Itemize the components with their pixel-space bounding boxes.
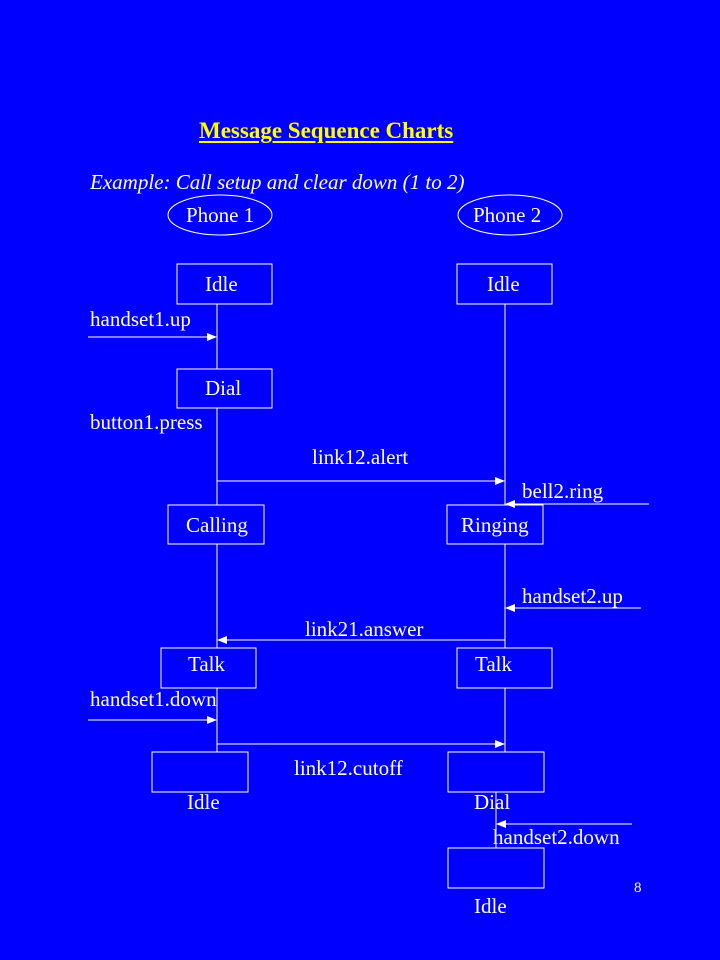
phone2-oval — [457, 194, 563, 236]
link21-answer-label: link21.answer — [305, 617, 424, 641]
p1-idle-end-label: Idle — [187, 790, 220, 814]
p1-idle-box — [176, 263, 273, 305]
handset2-up-label: handset2.up — [522, 584, 623, 608]
phone1-label: Phone 1 — [186, 203, 255, 227]
p2-idle-box — [456, 263, 553, 305]
p1-dial-label: Dial — [205, 376, 242, 400]
p2-dial-label: Dial — [474, 790, 511, 814]
p2-ringing-box — [446, 504, 544, 545]
bell2-ring-label: bell2.ring — [522, 479, 604, 503]
p2-idle-end-label: Idle — [474, 894, 507, 918]
p1-talk-box — [160, 647, 257, 689]
link12-cutoff-label: link12.cutoff — [294, 756, 403, 780]
p1-dial-box — [176, 368, 273, 409]
p2-ringing-label: Ringing — [461, 513, 529, 537]
button1-press-label: button1.press — [90, 410, 203, 434]
slide-title: Message Sequence Charts — [199, 118, 454, 143]
p2-idle-label: Idle — [487, 272, 520, 296]
phone2-label: Phone 2 — [473, 203, 542, 227]
page-number: 8 — [634, 880, 642, 896]
slide-subtitle: Example: Call setup and clear down (1 to… — [90, 170, 465, 194]
p2-idle-end-box — [447, 847, 545, 889]
p2-dial-box — [447, 751, 545, 793]
p2-talk-label: Talk — [475, 652, 513, 676]
handset2-down-label: handset2.down — [493, 825, 620, 849]
p1-talk-label: Talk — [188, 652, 226, 676]
p1-idle-end-box — [151, 751, 249, 793]
handset1-up-label: handset1.up — [90, 307, 191, 331]
p1-calling-box — [167, 504, 265, 545]
p1-idle-label: Idle — [205, 272, 238, 296]
link12-alert-label: link12.alert — [312, 445, 409, 469]
p2-talk-box — [456, 647, 553, 689]
handset1-down-label: handset1.down — [90, 687, 217, 711]
phone1-oval — [167, 194, 273, 236]
phone2-lifeline — [495, 304, 506, 848]
p1-calling-label: Calling — [186, 513, 248, 537]
